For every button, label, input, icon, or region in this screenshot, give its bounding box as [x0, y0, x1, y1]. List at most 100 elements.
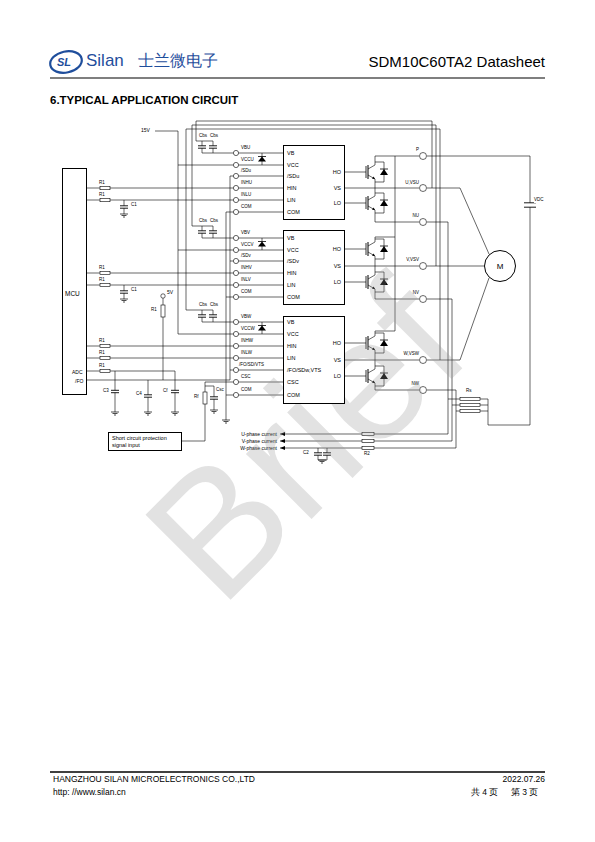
capacitor-symbol [144, 394, 152, 395]
capacitor-symbol [210, 396, 218, 397]
igbt-symbol [368, 237, 375, 246]
label-text: 共 4 页 [471, 788, 498, 797]
ground-symbol [122, 215, 127, 216]
node-text: M [497, 262, 504, 271]
pin-marker [233, 185, 238, 190]
label-text: R1 [99, 364, 105, 369]
node-text: MCU [65, 291, 80, 298]
igbt-symbol [372, 177, 375, 179]
wire [148, 397, 149, 412]
node-text: VCC [287, 332, 299, 338]
wire [192, 226, 213, 227]
wire [202, 153, 283, 154]
ground-symbol [144, 412, 152, 413]
wire [213, 148, 214, 153]
wire [427, 156, 530, 203]
igbt-symbol [368, 165, 369, 179]
wire [213, 310, 214, 315]
wire [375, 156, 419, 160]
node-text: LIN [287, 356, 296, 362]
label-text: SDM10C60TA2 Datasheet [369, 54, 545, 69]
wire [345, 203, 366, 204]
pin-marker [233, 258, 238, 263]
wire [124, 200, 125, 206]
motor-circle: M [484, 250, 516, 282]
ground-symbol [123, 217, 125, 218]
ground-symbol [122, 300, 127, 301]
resistor-symbol [460, 409, 480, 412]
label-text: VBV [241, 231, 250, 236]
header-rule [50, 77, 545, 78]
capacitor-symbol [144, 397, 152, 398]
capacitor-symbol [120, 208, 128, 209]
pin-marker [233, 270, 238, 275]
node-text: Short circuit protection signal input [112, 435, 178, 448]
label-text: 士兰微电子 [138, 53, 218, 69]
capacitor-symbol [198, 233, 206, 234]
label-text: 第 3 页 [511, 788, 538, 797]
node-text: LO [334, 374, 341, 380]
pin-marker [233, 197, 238, 202]
wire [178, 334, 283, 335]
wire [175, 393, 176, 412]
node-text: HIN [287, 186, 296, 192]
node-text: VB [287, 236, 294, 242]
node-text: VB [287, 151, 294, 157]
signal-connector [87, 346, 283, 347]
node-text: HO [333, 341, 341, 347]
label-text: C1 [131, 203, 137, 208]
label-text: V,VSV [406, 258, 419, 263]
label-text: Silan [86, 52, 124, 69]
diode-symbol [380, 246, 388, 252]
igbt-symbol [368, 196, 369, 210]
label-text: Cf [163, 389, 168, 394]
capacitor-symbol [209, 230, 217, 231]
label-text: NU [413, 214, 420, 219]
ground-symbol [174, 415, 176, 416]
wire [345, 172, 366, 173]
resistor-symbol [100, 344, 110, 347]
section-title: 6.TYPICAL APPLICATION CIRCUIT [50, 95, 238, 107]
capacitor-symbol [209, 233, 217, 234]
capacitor-symbol [209, 314, 217, 315]
node-text: HO [333, 170, 341, 176]
label-text: INHV [241, 266, 252, 271]
label-text: SL [57, 57, 71, 68]
wire [202, 226, 203, 231]
pin-marker [233, 367, 238, 372]
diode-symbol [258, 156, 266, 157]
wire [87, 285, 283, 286]
capacitor-symbol [171, 392, 179, 393]
pin-marker [233, 319, 238, 324]
wire [214, 386, 215, 397]
wire [427, 188, 489, 254]
label-text: Csc [216, 388, 224, 393]
signal-connector [87, 188, 283, 189]
label-text: C3 [103, 389, 109, 394]
capacitor-symbol [111, 390, 119, 391]
label-text: VBW [241, 315, 251, 320]
capacitor-symbol [198, 145, 206, 146]
diode-symbol [258, 241, 266, 242]
ground-symbol [173, 413, 178, 414]
wire [480, 399, 488, 400]
wire [178, 250, 283, 251]
resistor-symbol [100, 356, 110, 359]
label-text: COM [241, 205, 252, 210]
node-text: HIN [287, 344, 296, 350]
pin-marker [233, 294, 238, 299]
pin-marker [233, 343, 238, 348]
wire [480, 405, 488, 406]
label-text: HANGZHOU SILAN MICROELECTRONICS CO.,LTD [53, 775, 255, 784]
capacitor-symbol [198, 317, 206, 318]
capacitor-symbol [210, 399, 218, 400]
wire [175, 371, 176, 390]
wire [226, 212, 227, 420]
wire [205, 386, 214, 387]
label-text: C1 [131, 288, 137, 293]
capacitor-symbol [198, 230, 206, 231]
capacitor-symbol [111, 392, 119, 393]
igbt-symbol [368, 160, 375, 169]
label-text: Rf [194, 395, 199, 400]
capacitor-symbol [120, 293, 128, 294]
